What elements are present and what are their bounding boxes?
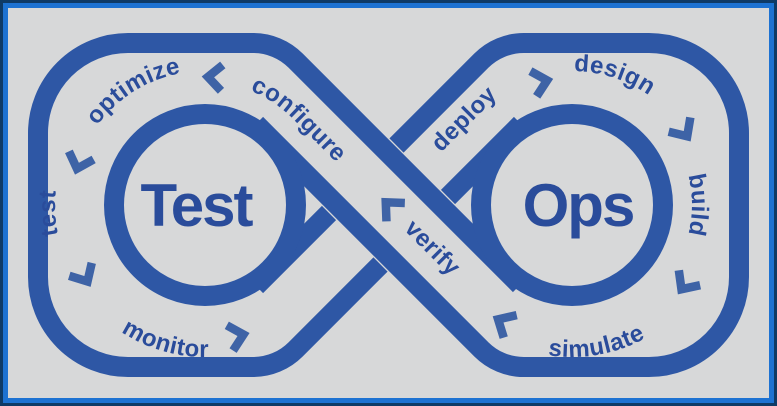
inner-ring-right xyxy=(471,104,673,306)
outer-rail-left-loop xyxy=(28,33,528,377)
outer-rail-right-loop xyxy=(248,33,749,377)
infinity-track xyxy=(28,33,749,377)
right-loop-title: Ops xyxy=(523,172,634,239)
frame-border-inner xyxy=(3,3,774,403)
inner-ring-left xyxy=(104,104,306,306)
left-loop-title: Test xyxy=(141,172,254,239)
